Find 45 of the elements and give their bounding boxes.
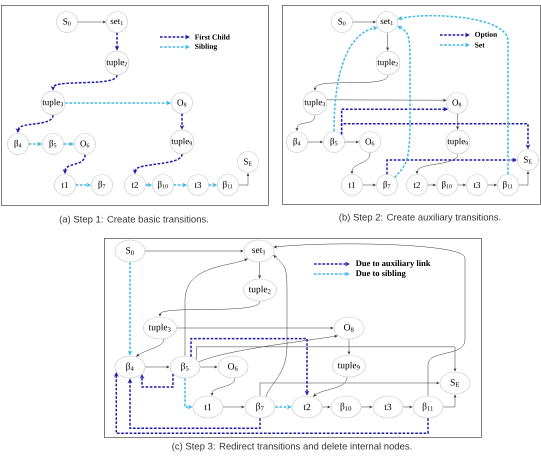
node-label: (b) Step 2: Create auxiliary transitions. [339, 214, 500, 222]
arrow [200, 366, 218, 368]
arrow [196, 346, 456, 372]
arrow [238, 173, 250, 186]
arrow [416, 154, 458, 174]
arrow [344, 140, 359, 144]
arrow [78, 20, 106, 24]
arrow [176, 326, 334, 330]
arrow [518, 171, 530, 186]
arrow [313, 376, 348, 396]
arrow [403, 406, 412, 408]
arrow [274, 244, 466, 396]
arrow [223, 406, 244, 408]
arrow [296, 114, 316, 131]
arrow [210, 378, 236, 396]
arrow [326, 98, 446, 102]
node-label: (c) Step 3: Redirect transitions and delete internal nodes. [172, 442, 412, 452]
arrow [145, 366, 170, 368]
legend-label: Due to sibling [356, 270, 406, 278]
arrow [136, 338, 164, 356]
dashed-arrow [140, 374, 174, 388]
legend-label: Due to auxiliary link [356, 260, 431, 268]
arrow [322, 406, 330, 408]
arrow [428, 184, 436, 186]
arrow [350, 152, 370, 174]
arrow [488, 184, 497, 186]
arrow [308, 140, 323, 144]
arrow [362, 184, 376, 186]
arrow [443, 394, 456, 408]
arrow [258, 262, 261, 278]
arrow [456, 114, 459, 130]
arrow [386, 32, 389, 50]
arrow [158, 301, 260, 316]
arrow [348, 339, 350, 354]
arrow [260, 382, 440, 396]
arrow [361, 406, 372, 408]
arrow [458, 184, 466, 186]
dashed-arrow [394, 26, 411, 178]
arrow [184, 258, 248, 356]
arrow [266, 255, 288, 397]
arrow [352, 20, 376, 24]
arrow [314, 74, 388, 90]
arrow [198, 334, 338, 362]
arrow [145, 250, 244, 252]
node-label: (a) Step 1: Create basic transitions. [60, 216, 208, 224]
